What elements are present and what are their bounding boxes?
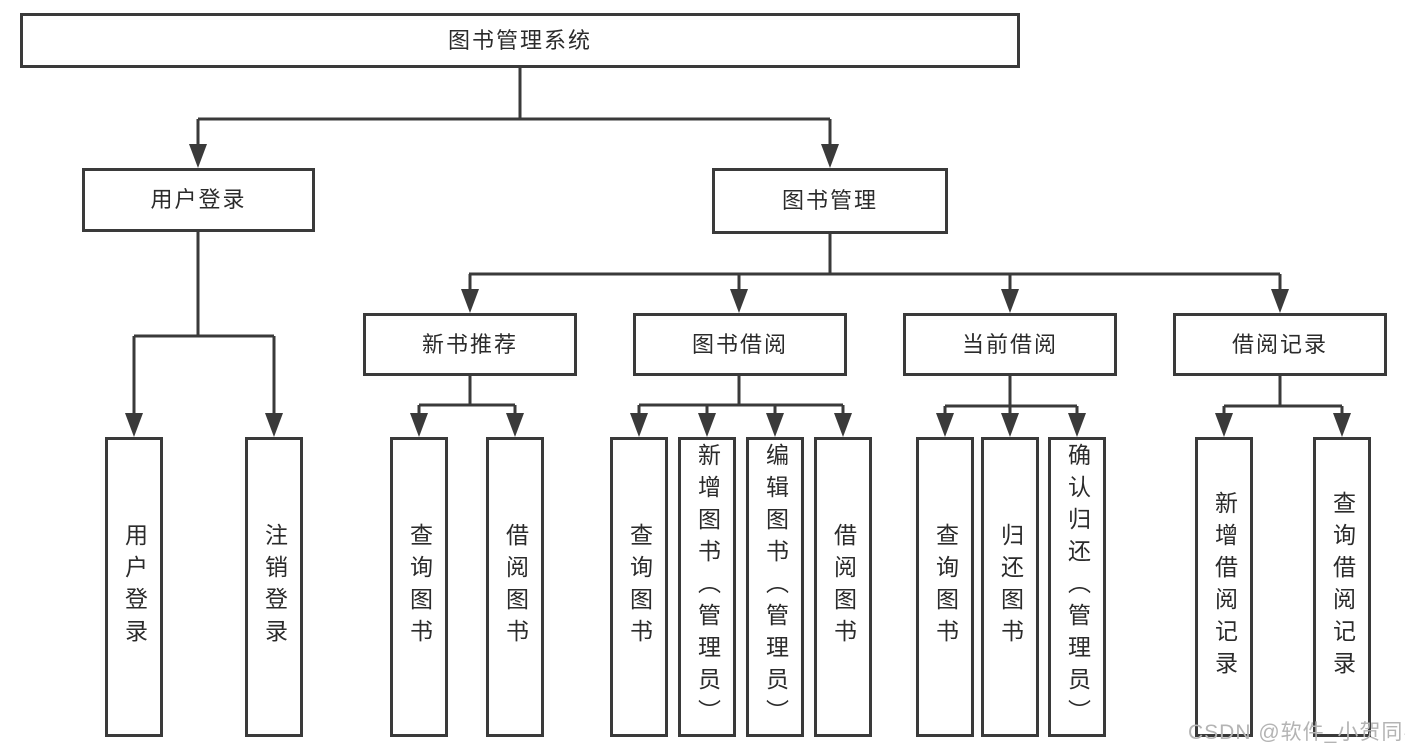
arrow-down-icon bbox=[630, 413, 648, 437]
leaf-add-borrow-record: 新增借阅记录 bbox=[1195, 437, 1253, 737]
arrow-down-icon bbox=[730, 289, 748, 313]
leaf-label: 查询借阅记录 bbox=[1329, 491, 1356, 683]
leaf-label: 用户登录 bbox=[121, 523, 148, 651]
connector-new-book-recommend-to-children bbox=[410, 376, 524, 437]
arrow-down-icon bbox=[698, 413, 716, 437]
leaf-edit-books-admin: 编辑图书（管理员） bbox=[746, 437, 804, 737]
leaf-label: 借阅图书 bbox=[502, 523, 529, 651]
node-label: 新书推荐 bbox=[421, 331, 518, 357]
leaf-label: 归还图书 bbox=[997, 523, 1024, 651]
leaf-borrow-books: 借阅图书 bbox=[814, 437, 872, 737]
arrow-down-icon bbox=[125, 413, 143, 437]
leaf-label: 查询图书 bbox=[626, 523, 653, 651]
node-label: 图书管理 bbox=[781, 188, 878, 213]
connector-book-management-to-level2 bbox=[461, 234, 1289, 313]
leaf-query-borrow-record: 查询借阅记录 bbox=[1313, 437, 1371, 737]
leaf-label: 确认归还（管理员） bbox=[1064, 443, 1091, 731]
leaf-label: 查询图书 bbox=[932, 523, 959, 651]
leaf-logout: 注销登录 bbox=[245, 437, 303, 737]
leaf-return-books: 归还图书 bbox=[981, 437, 1039, 737]
leaf-label: 查询图书 bbox=[406, 523, 433, 651]
arrow-down-icon bbox=[265, 413, 283, 437]
leaf-label: 借阅图书 bbox=[830, 523, 857, 651]
leaf-query-books-borrow: 查询图书 bbox=[610, 437, 668, 737]
arrow-down-icon bbox=[189, 144, 207, 168]
connector-current-borrow-to-children bbox=[936, 376, 1086, 437]
connector-user-login-to-children bbox=[125, 232, 283, 437]
arrow-down-icon bbox=[461, 289, 479, 313]
arrow-down-icon bbox=[1215, 413, 1233, 437]
arrow-down-icon bbox=[506, 413, 524, 437]
node-library-management-system: 图书管理系统 bbox=[20, 13, 1020, 68]
connector-book-borrow-to-children bbox=[630, 376, 852, 437]
node-book-borrow: 图书借阅 bbox=[633, 313, 847, 376]
leaf-query-books-current: 查询图书 bbox=[916, 437, 974, 737]
node-label: 借阅记录 bbox=[1231, 331, 1328, 357]
arrow-down-icon bbox=[410, 413, 428, 437]
csdn-watermark: CSDN @软件_小贺同学 bbox=[1188, 721, 1405, 744]
node-label: 当前借阅 bbox=[961, 331, 1058, 357]
arrow-down-icon bbox=[1068, 413, 1086, 437]
connector-borrow-records-to-children bbox=[1215, 376, 1351, 437]
leaf-label: 注销登录 bbox=[261, 523, 288, 651]
connector-root-to-level1 bbox=[189, 68, 839, 168]
leaf-query-books-recommend: 查询图书 bbox=[390, 437, 448, 737]
arrow-down-icon bbox=[1271, 289, 1289, 313]
node-label: 用户登录 bbox=[150, 187, 247, 212]
node-label: 图书借阅 bbox=[691, 331, 788, 357]
node-book-management: 图书管理 bbox=[712, 168, 948, 234]
leaf-user-login: 用户登录 bbox=[105, 437, 163, 737]
leaf-label: 编辑图书（管理员） bbox=[762, 443, 789, 731]
node-label: 图书管理系统 bbox=[447, 27, 592, 53]
node-new-book-recommend: 新书推荐 bbox=[363, 313, 577, 376]
arrow-down-icon bbox=[1001, 413, 1019, 437]
leaf-confirm-return-admin: 确认归还（管理员） bbox=[1048, 437, 1106, 737]
arrow-down-icon bbox=[766, 413, 784, 437]
arrow-down-icon bbox=[936, 413, 954, 437]
node-borrow-records: 借阅记录 bbox=[1173, 313, 1387, 376]
arrow-down-icon bbox=[821, 144, 839, 168]
arrow-down-icon bbox=[1001, 289, 1019, 313]
leaf-borrow-books-recommend: 借阅图书 bbox=[486, 437, 544, 737]
node-current-borrow: 当前借阅 bbox=[903, 313, 1117, 376]
arrow-down-icon bbox=[1333, 413, 1351, 437]
leaf-label: 新增借阅记录 bbox=[1211, 491, 1238, 683]
leaf-label: 新增图书（管理员） bbox=[694, 443, 721, 731]
leaf-add-books-admin: 新增图书（管理员） bbox=[678, 437, 736, 737]
arrow-down-icon bbox=[834, 413, 852, 437]
node-user-login: 用户登录 bbox=[82, 168, 315, 232]
